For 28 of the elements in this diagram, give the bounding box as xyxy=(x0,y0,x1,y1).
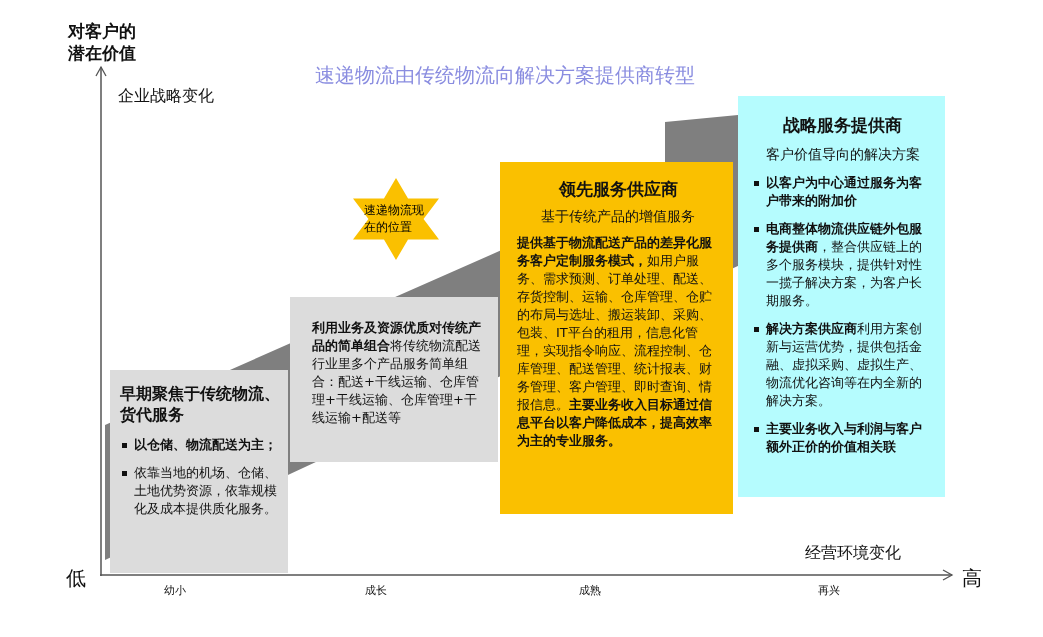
axis-end-label: 高 xyxy=(962,565,982,591)
bullet-text: 电商整体物流供应链外包服务提供商，整合供应链上的多个服务模块，提供针对性一揽子解决方案，为客户长期服务。 xyxy=(752,220,933,311)
diagram-title: 速递物流由传统物流向解决方案提供商转型 xyxy=(314,62,696,89)
stage-card xyxy=(738,96,945,497)
stage-card xyxy=(290,297,498,462)
axis-end-label: 低 xyxy=(66,565,86,591)
bullet-text: 依靠当地的机场、仓储、土地优势资源，依靠规模化及成本提供质化服务。 xyxy=(120,463,282,518)
bullet-text: 主要业务收入与利润与客户额外正价的价值相关联 xyxy=(752,420,933,457)
tick-label: 成熟 xyxy=(579,584,601,599)
box-subheading: 客户价值导向的解决方案 xyxy=(764,146,921,165)
body-text: 利用业务及资源优质对传统产品的简单组合将传统物流配送行业里多个产品服务简单组合：配送+干线运输、仓库管理+干线运输、仓库管理+干线运输+配送等 xyxy=(312,319,482,427)
axis-label: 企业战略变化 xyxy=(118,86,214,107)
bullet-text: 解决方案供应商利用方案创新与运营优势，提供包括金融、虚拟采购、虚拟生产、物流优化咨询等在内全新的解决方案。 xyxy=(752,320,933,411)
axis-title: 对客户的潜在价值 xyxy=(68,20,137,65)
bullet-text: 以客户为中心通过服务为客户带来的附加价 xyxy=(752,174,933,211)
box-heading: 领先服务供应商 xyxy=(557,178,679,201)
star-callout: 速递物流现在的位置 xyxy=(353,178,439,260)
bullet-text: 以仓储、物流配送为主； xyxy=(120,435,282,454)
tick-label: 再兴 xyxy=(818,584,840,599)
stage-card xyxy=(110,370,288,573)
box-heading: 早期聚焦于传统物流、货代服务 xyxy=(120,384,281,426)
stage-card xyxy=(500,162,733,514)
axis-label: 经营环境变化 xyxy=(805,543,901,564)
box-heading: 战略服务提供商 xyxy=(782,114,903,137)
body-text: 提供基于物流配送产品的差异化服务客户定制服务模式，如用户服务、需求预测、订单处理、配送、存货控制、运输、仓库管理、仓贮的布局与选址、搬运装卸、采购、包装、IT平台的租用，信息化管理，实现指令响应、流程控制、仓库管理、配送管理、统计报表、财务管理、客户管理、即时查询、情报信息。主要业务收入目标通过信息平台以客户降低成本，提高效率为主的专业服务。 xyxy=(517,234,713,451)
box-subheading: 基于传统产品的增值服务 xyxy=(540,208,696,227)
tick-label: 幼小 xyxy=(164,584,186,599)
tick-label: 成长 xyxy=(365,584,387,599)
